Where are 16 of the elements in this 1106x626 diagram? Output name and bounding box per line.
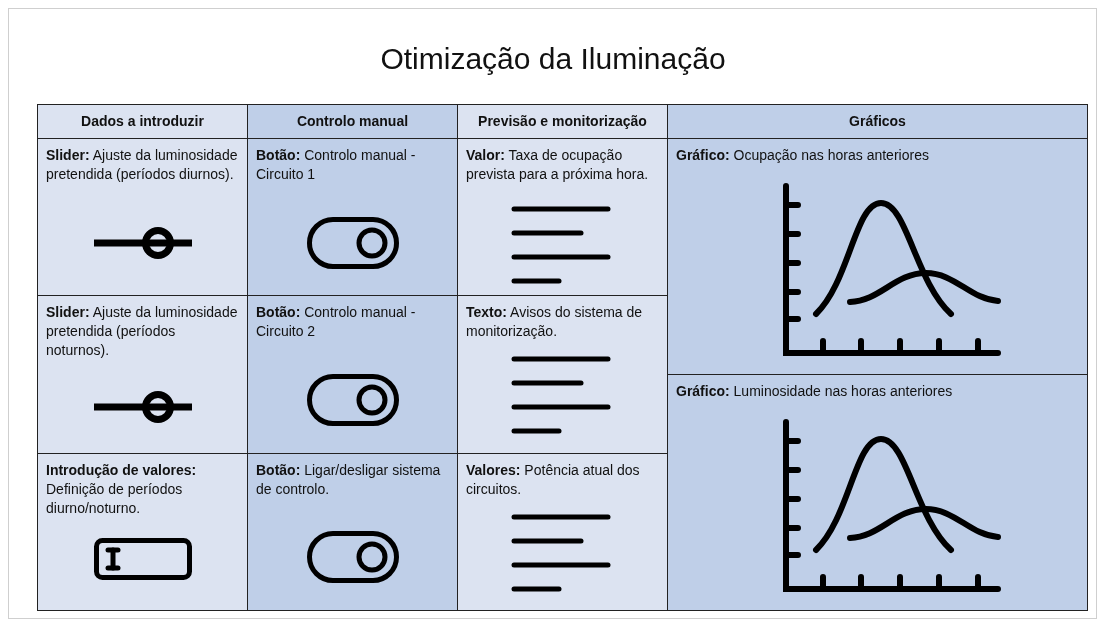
column-header: Controlo manual (295, 113, 410, 129)
column-header: Gráficos (848, 113, 907, 129)
cell-description: Texto: Avisos do sistema de monitorização. (466, 303, 644, 341)
cell-description: Valor: Taxa de ocupação prevista para a próxima hora. (466, 146, 650, 184)
cell-description: Botão: Ligar/desligar sistema de controlo. (256, 461, 442, 499)
cell-description: Introdução de valores: Definição de períodos diurno/noturno. (46, 461, 198, 518)
cell-description: Valores: Potência atual dos circuitos. (466, 461, 641, 499)
cell-description: Botão: Controlo manual - Circuito 1 (256, 146, 417, 184)
cell-description: Gráfico: Ocupação nas horas anteriores (676, 146, 930, 165)
cell-description: Slider: Ajuste da luminosidade pretendida (períodos noturnos). (46, 303, 239, 360)
column-header: Dados a introduzir (80, 113, 205, 129)
title: Otimização da Iluminação (379, 42, 727, 76)
cell-description: Gráfico: Luminosidade nas horas anteriores (676, 382, 954, 401)
cell-description: Botão: Controlo manual - Circuito 2 (256, 303, 417, 341)
cell-description: Slider: Ajuste da luminosidade pretendida (períodos diurnos). (46, 146, 239, 184)
column-header: Previsão e monitorização (477, 113, 648, 129)
